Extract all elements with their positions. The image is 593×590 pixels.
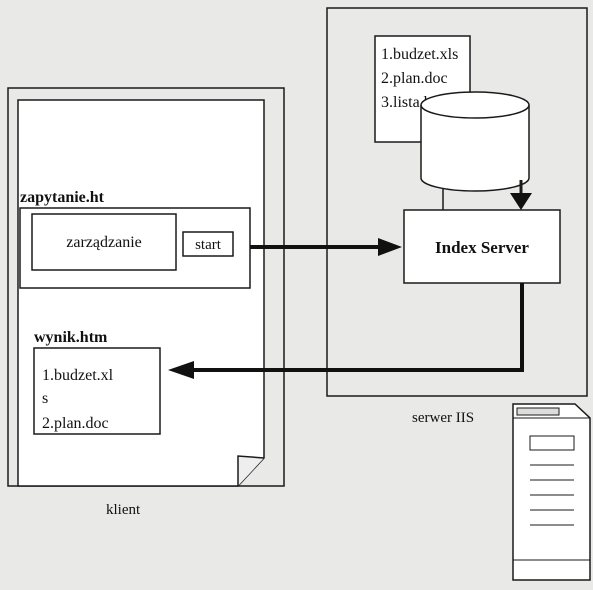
result-line-3: 2.plan.doc (42, 415, 109, 432)
result-line-2: s (42, 390, 48, 407)
server-caption: serwer IIS (412, 410, 474, 426)
result-line-1: 1.budzet.xl (42, 367, 114, 384)
index-server-label: Index Server (435, 238, 529, 257)
db-to-engine-arrowhead (510, 193, 532, 210)
query-input-value: zarządzanie (66, 234, 141, 251)
query-page-title: zapytanie.ht (20, 189, 105, 206)
client-caption: klient (106, 502, 141, 518)
server-tower-icon (513, 404, 590, 580)
start-button-label: start (195, 237, 222, 253)
database-cylinder-icon (421, 92, 529, 191)
request-arrowhead (378, 238, 402, 256)
page-fold-corner (238, 456, 264, 486)
server-file-2: 2.plan.doc (381, 70, 448, 87)
server-file-1: 1.budzet.xls (381, 46, 458, 63)
result-page-title: wynik.htm (34, 329, 108, 346)
